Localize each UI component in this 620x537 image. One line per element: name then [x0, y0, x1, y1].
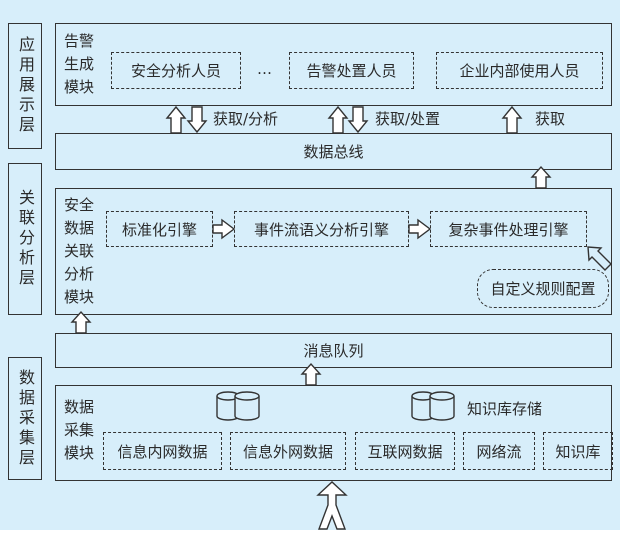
- message-queue-label: 消息队列: [303, 342, 364, 360]
- arrow-up-icon: [530, 165, 552, 189]
- arrow-label-analyze: 获取/分析: [213, 110, 279, 128]
- layer-analysis-label: 关联分析层: [16, 189, 35, 289]
- layer-app: 应用展示层: [8, 23, 42, 149]
- data-bus-label: 数据总线: [303, 143, 364, 161]
- analysis-module-title: 安全数据关联分析模块: [64, 196, 95, 306]
- layer-collection: 数据采集层: [8, 357, 42, 480]
- arrow-label-get: 获取: [535, 110, 566, 128]
- source-knowledge-base: 知识库: [543, 432, 613, 470]
- layer-collection-label: 数据采集层: [16, 368, 35, 469]
- knowledge-storage-label: 知识库存储: [467, 400, 543, 418]
- alert-module-title: 告警生成模块: [64, 32, 95, 96]
- arrow-down-icon: [186, 106, 208, 134]
- arrow-up-icon: [165, 105, 187, 134]
- arrow-up-icon: [501, 105, 523, 134]
- database-icon: [216, 391, 260, 421]
- arrow-diagonal-icon: [587, 246, 612, 271]
- collection-module: [55, 385, 612, 481]
- custom-rule-config: 自定义规则配置: [477, 269, 609, 308]
- arrow-up-icon: [70, 310, 92, 334]
- arrow-down-icon: [347, 106, 369, 134]
- arrow-up-icon: [327, 105, 349, 134]
- collection-module-title: 数据采集模块: [64, 398, 95, 462]
- analysis-module: [55, 188, 612, 315]
- role-enterprise-user: 企业内部使用人员: [436, 52, 603, 89]
- database-icon: [411, 391, 455, 421]
- ellipsis: …: [257, 60, 272, 78]
- arrow-right-icon: [212, 218, 236, 240]
- role-security-analyst: 安全分析人员: [111, 52, 241, 89]
- source-intranet: 信息内网数据: [103, 432, 222, 470]
- layer-app-label: 应用展示层: [16, 36, 35, 136]
- arrow-label-handle: 获取/处置: [375, 110, 441, 128]
- source-netflow: 网络流: [463, 432, 535, 470]
- message-queue: 消息队列: [55, 333, 612, 368]
- alert-module: [55, 23, 612, 106]
- arrow-up-icon: [300, 362, 322, 386]
- layer-analysis: 关联分析层: [8, 163, 42, 315]
- input-arrow-icon: [316, 481, 348, 530]
- arrow-right-icon: [408, 218, 432, 240]
- source-internet: 互联网数据: [355, 432, 455, 470]
- role-alert-handler: 告警处置人员: [289, 52, 414, 89]
- source-extranet: 信息外网数据: [230, 432, 346, 470]
